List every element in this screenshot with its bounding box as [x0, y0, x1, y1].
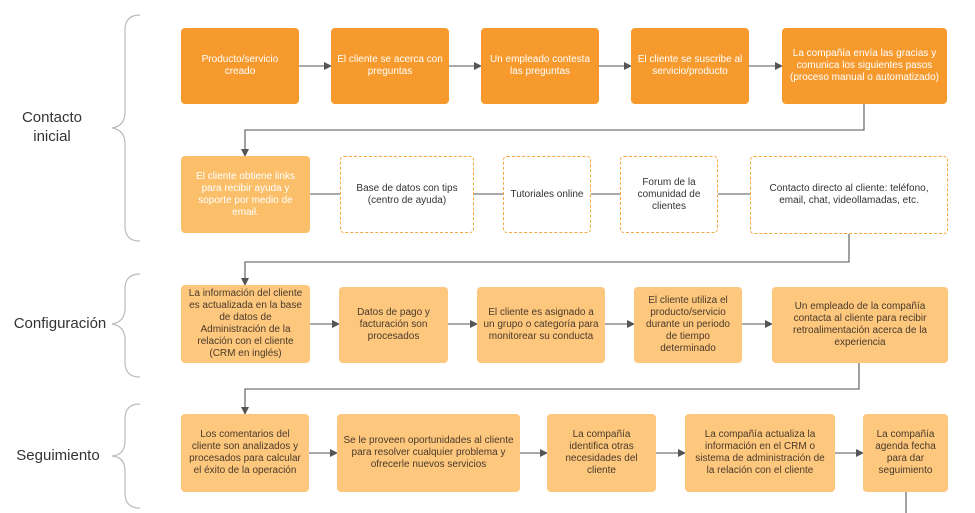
node-compania-gracias: La compañía envía las gracias y comunica… — [782, 28, 947, 104]
node-links-ayuda: El cliente obtiene links para recibir ay… — [181, 156, 310, 233]
node-cliente-utiliza: El cliente utiliza el producto/servicio … — [634, 287, 742, 363]
node-empleado-retroalimentacion: Un empleado de la compañía contacta al c… — [772, 287, 948, 363]
section-label-seguimiento: Seguimiento — [16, 447, 100, 464]
node-cliente-asignado: El cliente es asignado a un grupo o cate… — [477, 287, 605, 363]
node-producto-creado: Producto/servicio creado — [181, 28, 299, 104]
node-forum: Forum de la comunidad de clientes — [620, 156, 718, 233]
section-braces — [111, 14, 141, 509]
node-datos-pago: Datos de pago y facturación son procesad… — [339, 287, 448, 363]
arrow-row2-row3 — [241, 234, 850, 286]
arrow-row1-row2 — [241, 104, 865, 157]
node-base-datos-tips: Base de datos con tips (centro de ayuda) — [340, 156, 474, 233]
node-empleado-contesta: Un empleado contesta las preguntas — [481, 28, 599, 104]
node-cliente-suscribe: El cliente se suscribe al servicio/produ… — [631, 28, 749, 104]
node-cliente-preguntas: El cliente se acerca con preguntas — [331, 28, 449, 104]
node-actualiza-crm: La compañía actualiza la información en … — [685, 414, 835, 492]
brace-seguimiento — [111, 403, 141, 509]
arrow-row3-row4 — [241, 363, 860, 415]
brace-configuracion — [111, 273, 141, 378]
brace-contacto — [111, 14, 141, 242]
section-label-contacto: Contacto inicial — [21, 109, 83, 145]
node-tutoriales: Tutoriales online — [503, 156, 591, 233]
arrows — [241, 62, 907, 513]
node-comentarios-analizados: Los comentarios del cliente son analizad… — [181, 414, 309, 492]
node-oportunidades: Se le proveen oportunidades al cliente p… — [337, 414, 520, 492]
section-label-configuracion: Configuración — [13, 315, 107, 332]
node-agenda-seguimiento: La compañía agenda fecha para dar seguim… — [863, 414, 948, 492]
node-info-crm: La información del cliente es actualizad… — [181, 285, 310, 363]
node-otras-necesidades: La compañía identifica otras necesidades… — [547, 414, 656, 492]
node-contacto-directo: Contacto directo al cliente: teléfono, e… — [750, 156, 948, 234]
